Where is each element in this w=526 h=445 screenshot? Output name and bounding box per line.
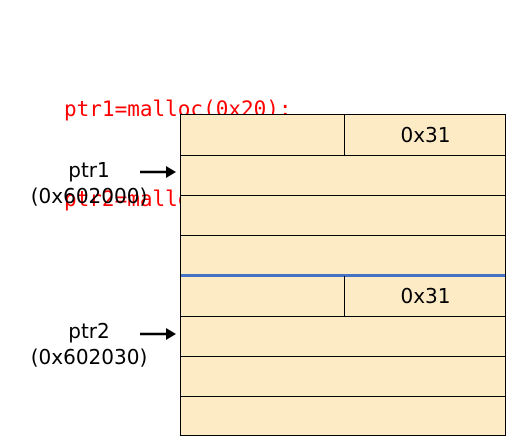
row-divider — [181, 356, 505, 357]
row-divider — [181, 316, 505, 317]
prev-size-divider-1 — [344, 115, 345, 155]
row-divider — [181, 195, 505, 196]
chunk1-size-field: 0x31 — [400, 123, 451, 147]
row-divider — [181, 396, 505, 397]
ptr2-name: ptr2 — [68, 319, 110, 343]
memory-block: 0x31 0x31 — [180, 114, 506, 436]
chunk-boundary-line — [181, 274, 505, 277]
row-divider — [181, 155, 505, 156]
ptr1-label: ptr1 (0x602000) — [14, 157, 164, 209]
chunk2-size-field: 0x31 — [400, 284, 451, 308]
ptr2-label: ptr2 (0x602030) — [14, 318, 164, 370]
ptr1-name: ptr1 — [68, 158, 110, 182]
ptr1-address: (0x602000) — [30, 184, 148, 208]
ptr1-arrow-icon — [140, 166, 176, 178]
ptr2-arrow-icon — [140, 328, 176, 340]
row-divider — [181, 235, 505, 236]
ptr2-address: (0x602030) — [30, 345, 148, 369]
prev-size-divider-2 — [344, 276, 345, 316]
